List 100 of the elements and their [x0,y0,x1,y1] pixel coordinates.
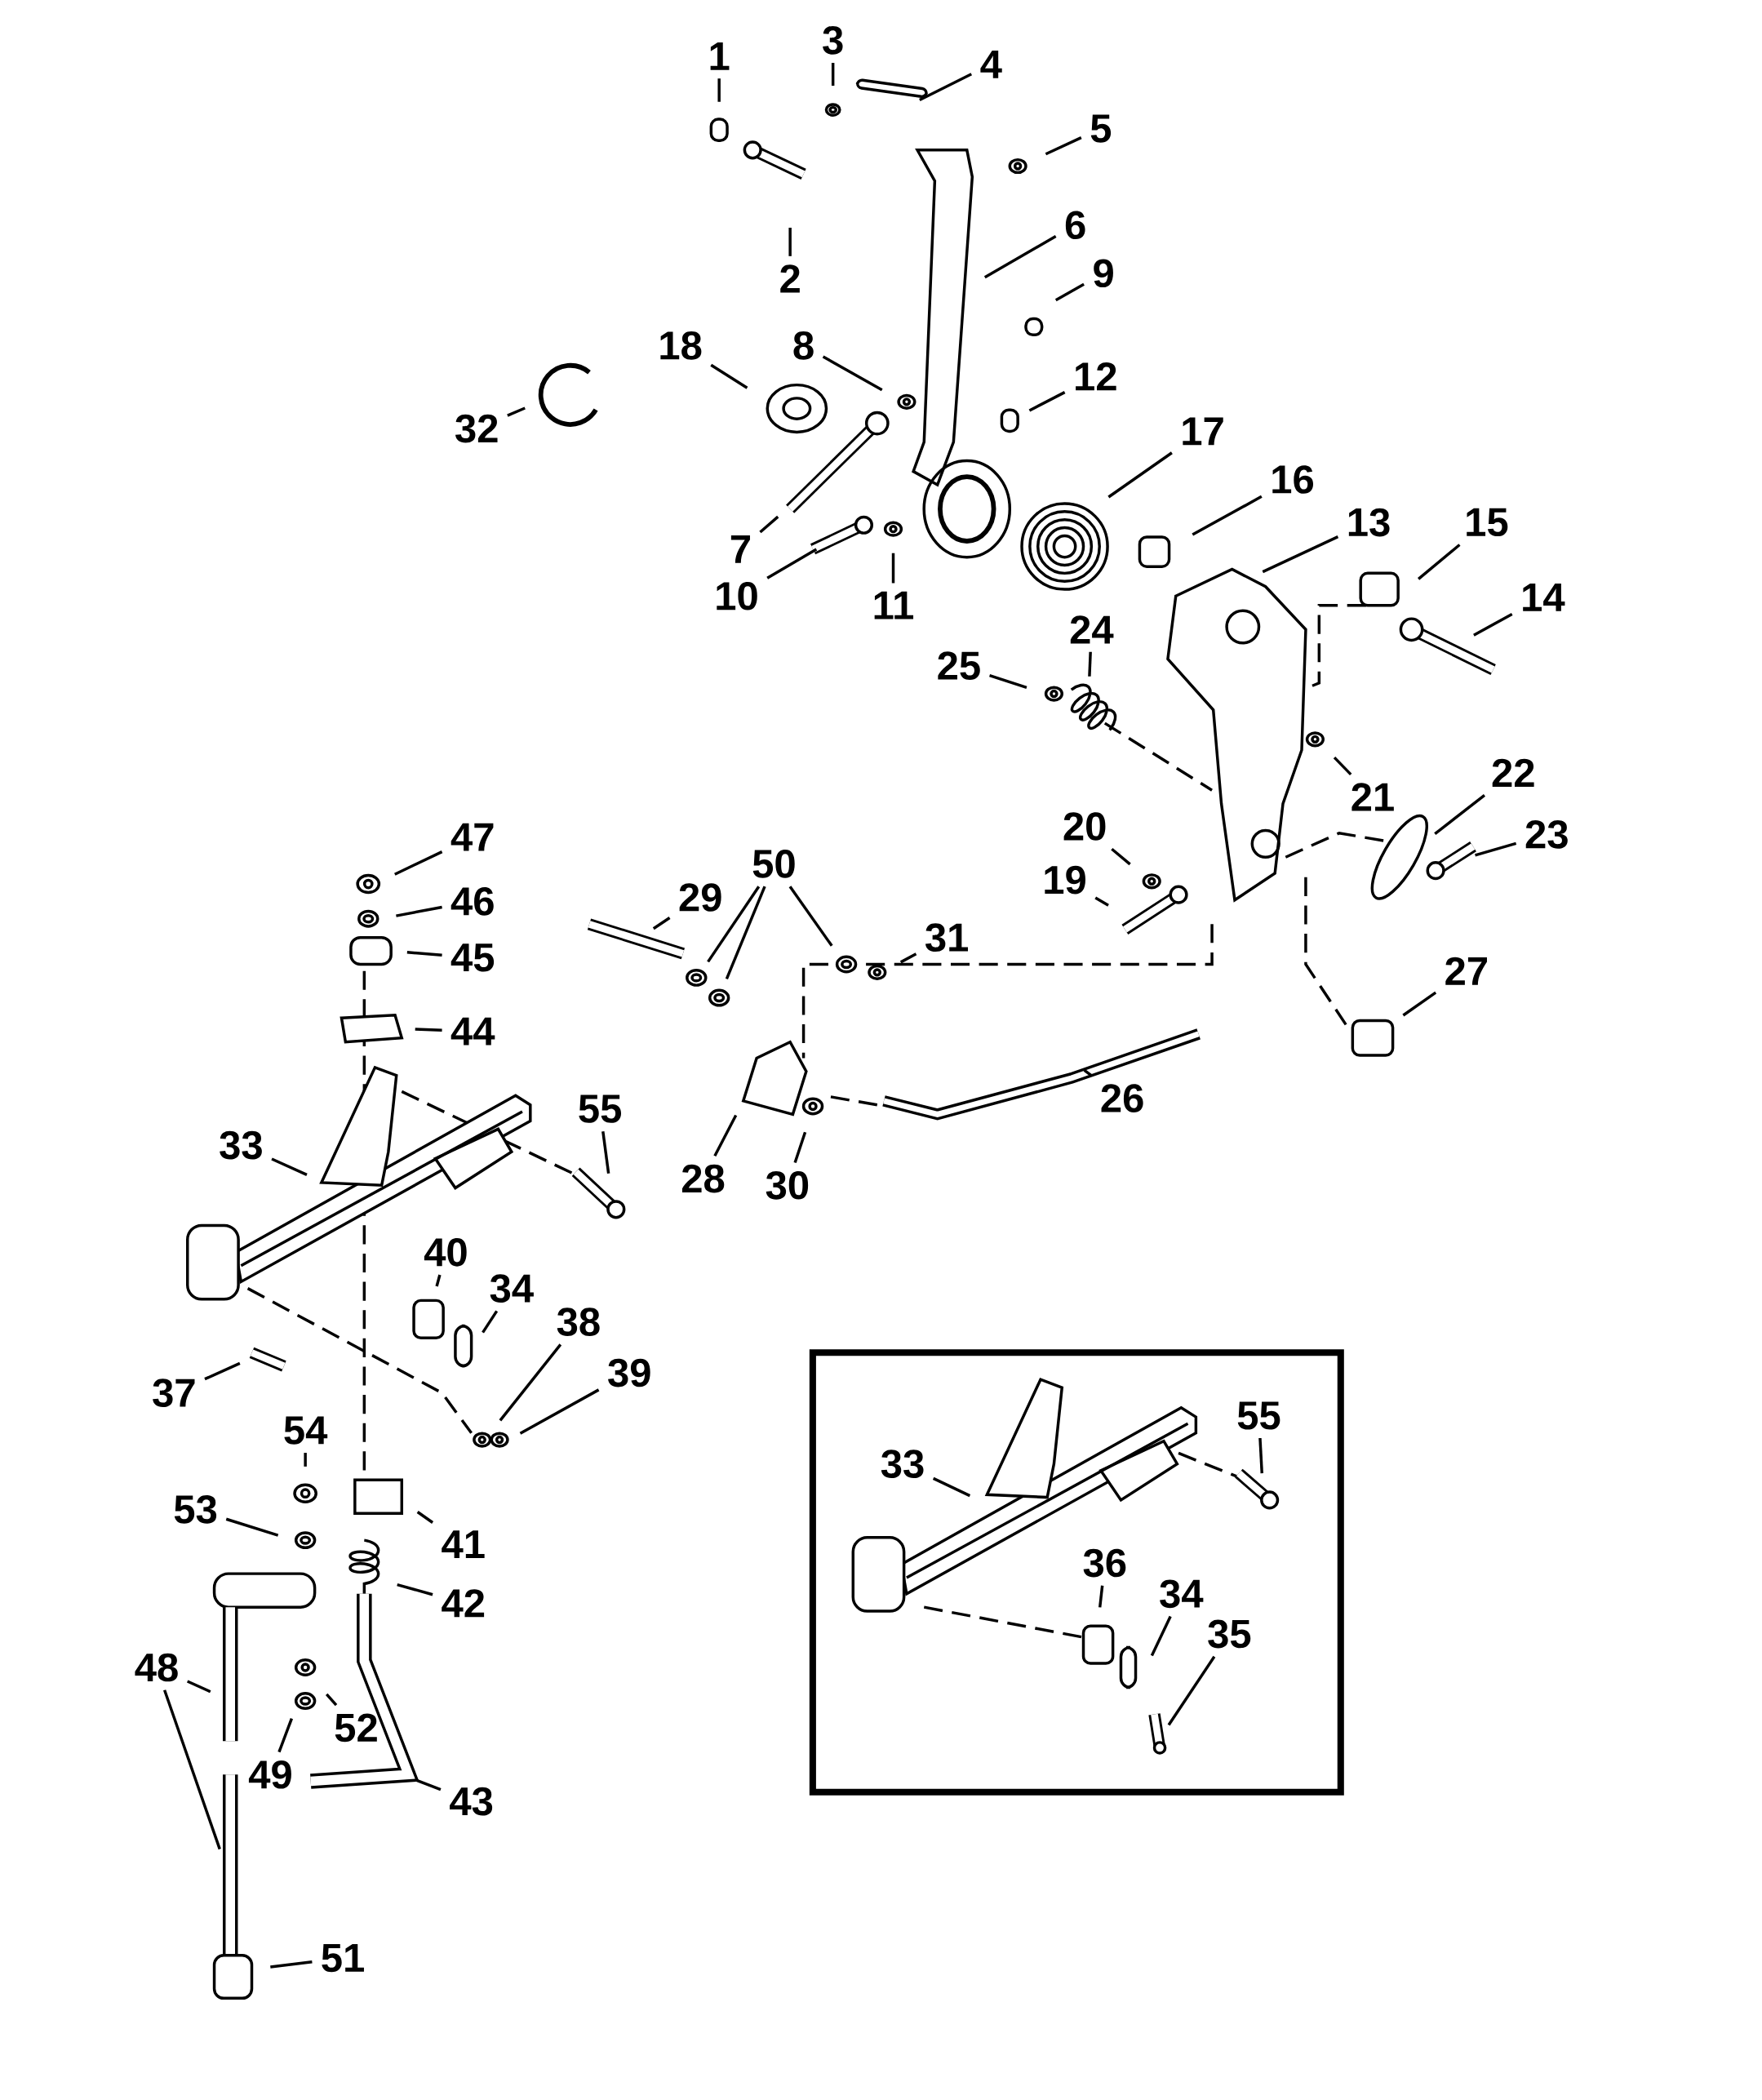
leader-line [1192,495,1263,536]
leader-line [601,1131,610,1174]
callout-number: 33 [219,1130,262,1160]
leader-line [1087,651,1092,677]
leader-line [499,1343,561,1422]
callout-number: 14 [1522,584,1565,611]
callout-number: 22 [1492,758,1534,787]
leader-line [831,63,835,87]
leader-line [1098,1585,1104,1608]
callout-number: 35 [1207,1619,1251,1649]
leader-line [271,1157,308,1176]
leader-line [225,1517,278,1537]
leader-line [706,886,760,963]
callout-number: 19 [1045,865,1085,895]
callout-number: 49 [248,1760,291,1789]
leader-line [788,886,833,947]
callout-number: 9 [1094,259,1113,288]
leader-line [416,1511,433,1524]
callout-number: 11 [874,591,913,619]
leader-line [519,1388,600,1435]
leader-line [481,1310,498,1334]
callout-number: 7 [730,535,750,563]
leader-line [1402,991,1436,1017]
leader-line [932,1476,970,1498]
leader-line [204,1361,241,1381]
callout-number: 54 [284,1416,327,1445]
leader-line [1433,794,1485,836]
leader-line [899,952,917,964]
leader-line [1167,1655,1216,1726]
leader-line [277,1718,293,1753]
leader-line [1054,282,1085,302]
leader-line [1083,1068,1093,1077]
callout-number: 31 [925,923,968,952]
leader-line [710,363,748,389]
callout-number: 43 [449,1787,492,1816]
callout-number: 17 [1183,417,1223,446]
callout-number: 10 [717,581,757,610]
callout-number: 33 [881,1450,924,1478]
leader-line [1333,756,1352,776]
leader-line [325,1693,338,1707]
leader-line [397,1583,433,1596]
callout-number: 15 [1467,508,1508,537]
leader-line [162,1689,221,1850]
leader-line [652,917,671,930]
leader-line [406,951,442,957]
leader-line [415,1778,442,1791]
callout-number: 16 [1272,465,1313,494]
leader-line [1028,391,1066,412]
callout-number: 45 [450,943,494,972]
callout-number: 55 [579,1094,621,1123]
callout-number: 6 [1065,211,1085,240]
callout-number: 20 [1063,812,1106,841]
callout-number: 51 [322,1943,364,1973]
callout-number: 4 [980,50,1002,78]
callout-number: 13 [1348,508,1390,537]
leader-line [506,406,526,417]
callout-number: 40 [424,1238,467,1267]
leader-line [435,1274,442,1287]
callout-number: 52 [335,1713,377,1743]
leader-line [766,548,817,579]
callout-number: 5 [1090,114,1111,143]
callout-number: 30 [766,1170,808,1200]
leader-line [1474,841,1516,857]
callout-number: 39 [607,1358,650,1387]
leader-line [983,235,1057,279]
leader-line [793,1131,806,1164]
leader-line [1045,136,1082,156]
leader-line [713,1114,737,1157]
callout-number: 34 [490,1274,534,1303]
callout-number: 55 [1237,1401,1280,1430]
leader-line [891,553,895,584]
callout-number: 50 [752,850,795,878]
callout-number: 53 [174,1495,216,1524]
leader-line [1150,1615,1172,1657]
leader-line [186,1680,211,1694]
leader-line [788,228,792,256]
leader-line [393,850,443,876]
callout-number: 37 [152,1379,195,1407]
callout-number: 12 [1075,362,1116,391]
callout-number: 38 [557,1308,600,1337]
callout-number: 44 [450,1017,495,1046]
leader-line [717,78,721,102]
callout-number: 3 [822,25,843,55]
leader-line [269,1960,313,1969]
callout-number: 18 [660,331,702,360]
callout-number: 24 [1070,615,1114,644]
leader-line [304,1453,307,1467]
callout-number: 36 [1083,1548,1126,1578]
leader-line [395,905,442,917]
callout-number: 41 [442,1530,485,1558]
leader-line [1107,451,1173,499]
callout-number: 34 [1159,1579,1204,1609]
leader-line [725,886,766,980]
callout-number: 47 [450,823,494,851]
leader-line [822,355,883,392]
leader-line [1094,896,1109,907]
leader-line [1258,1437,1263,1474]
callout-number: 46 [450,887,494,916]
leader-line [1472,613,1513,637]
leader-line [415,1028,442,1032]
